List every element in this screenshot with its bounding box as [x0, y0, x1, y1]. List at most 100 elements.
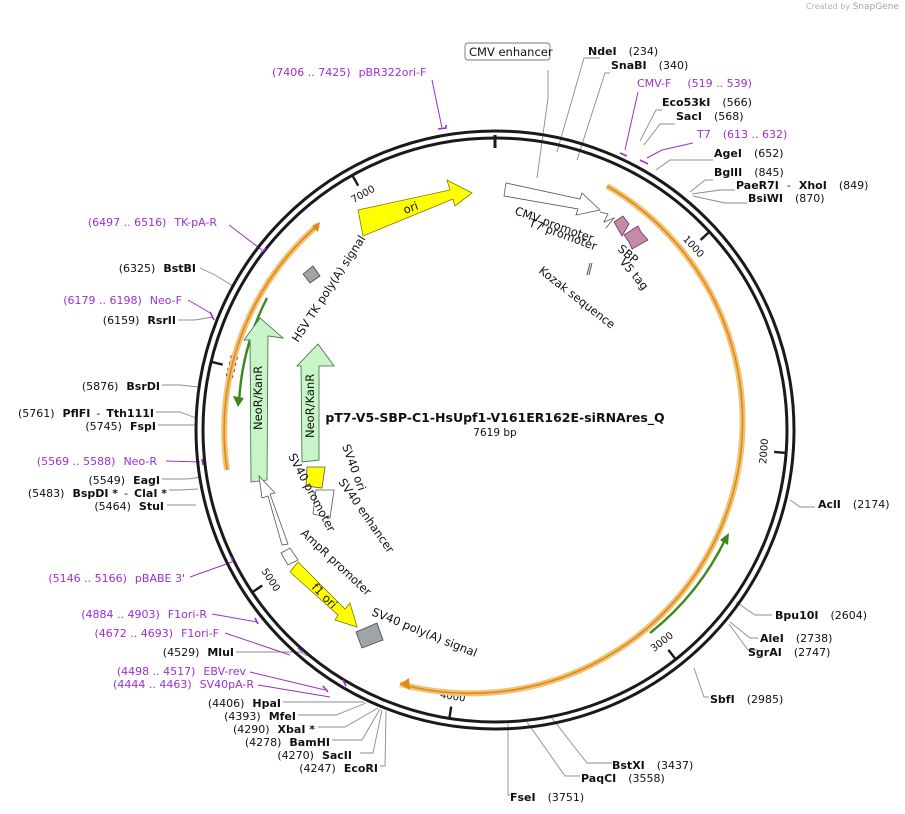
- enzyme-paer7i: PaeR7I: [736, 179, 779, 192]
- svg-text:(4498 .. 4517)EBV-rev: (4498 .. 4517)EBV-rev: [117, 665, 247, 678]
- leader-lines: [156, 57, 815, 796]
- sv40-enhancer-feature: [312, 489, 335, 519]
- plasmid-length: 7619 bp: [473, 427, 517, 439]
- pos-mlui: (4529): [163, 646, 200, 659]
- pos-eagi: (5549): [89, 474, 126, 487]
- pos-stui: (5464): [94, 500, 131, 513]
- backbone-outer: [194, 129, 796, 731]
- enzyme-ndei: NdeI: [588, 45, 617, 58]
- enzyme-saci: SacI: [676, 110, 702, 123]
- svg-text:(5569 .. 5588)Neo-R: (5569 .. 5588) Neo-R: [37, 455, 157, 468]
- enzyme-paqci: PaqCI: [581, 772, 616, 785]
- f1-ori-feature: [289, 561, 358, 628]
- primer-f1ori-r: F1ori-R: [168, 608, 208, 621]
- pos-alei: (2738): [796, 632, 833, 645]
- primer-tk-pa-r: TK-pA-R: [173, 216, 217, 229]
- pos-ndei: (234): [629, 45, 659, 58]
- svg-text:(4247)EcoRI: (4247) EcoRI: [299, 762, 378, 775]
- svg-text:(5745)FspI: (5745)FspI: [85, 420, 156, 433]
- svg-text:(4278)BamHI: (4278)BamHI: [245, 736, 330, 749]
- svg-text:(4290)XbaI *: (4290)XbaI *: [233, 723, 315, 736]
- v5-tag-feature: [623, 225, 649, 250]
- range-f1ori-r: (4884 .. 4903): [81, 608, 160, 621]
- tick-mark: [251, 584, 263, 594]
- primer-pbr322ori-f: pBR322ori-F: [359, 66, 427, 79]
- enzyme-labels: NdeI(234) SnaBI(340) Eco53kI(566) SacI(5…: [510, 45, 889, 804]
- enzyme-mfei: MfeI: [269, 710, 296, 723]
- pos-saci: (568): [714, 110, 744, 123]
- svg-text:(6179 .. 6198)Neo-F: (6179 .. 6198)Neo-F: [63, 294, 182, 307]
- tick-mark: [774, 450, 787, 455]
- svg-text:BglII(845): BglII(845): [714, 166, 784, 179]
- pos-mfei: (4393): [224, 710, 261, 723]
- range-sv40pa-r: (4444 .. 4463): [113, 678, 192, 691]
- svg-text:(5483)BspDI *-ClaI *: (5483)BspDI *-ClaI *: [28, 487, 167, 500]
- primer-f1ori-f: F1ori-F: [181, 627, 219, 640]
- enzyme-bstxi: BstXI: [612, 759, 645, 772]
- hsv-tk-polya-feature: [302, 265, 321, 284]
- sv40-promoter-feature: [258, 474, 289, 546]
- svg-text:Bpu10I(2604): Bpu10I(2604): [775, 609, 867, 622]
- cmv-promoter-feature: [503, 182, 601, 216]
- ori-feature: [357, 179, 473, 237]
- tick-mark: [351, 174, 360, 187]
- tick-label: 7000: [350, 184, 378, 206]
- enzyme-pflfi: PflFI: [63, 407, 91, 420]
- enzyme-bglii: BglII: [714, 166, 742, 179]
- primer-sv40pa-r: SV40pA-R: [200, 678, 255, 691]
- range-neo-f: (6179 .. 6198): [63, 294, 142, 307]
- enzyme-bspdi: BspDI *: [72, 487, 118, 500]
- pos-eco53ki: (566): [722, 96, 752, 109]
- features: [243, 179, 649, 649]
- tick-mark: [210, 360, 224, 366]
- label-sv40-polya: SV40 poly(A) signal: [370, 605, 479, 660]
- range-pbr322ori-f: (7406 .. 7425): [272, 66, 351, 79]
- pos-hpai: (4406): [208, 697, 245, 710]
- range-pbabe3: (5146 .. 5166): [48, 572, 127, 585]
- enzyme-eagi: EagI: [133, 474, 160, 487]
- enzyme-ecori: EcoRI: [344, 762, 378, 775]
- pos-ecori: (4247): [299, 762, 336, 775]
- ampr-promoter-feature: [280, 547, 299, 566]
- sbp-feature: [613, 215, 630, 237]
- sv40-ori-feature: [305, 466, 326, 489]
- label-neor-outer: NeoR/KanR: [251, 366, 265, 430]
- primer-neo-r: Neo-R: [123, 455, 157, 468]
- tick-mark: [667, 649, 677, 661]
- enzyme-agei: AgeI: [714, 147, 742, 160]
- enzyme-acli: AclI: [818, 498, 841, 511]
- tick-label: 5000: [258, 567, 281, 594]
- orf-arrows: [233, 297, 729, 634]
- primer-labels-left: (6497 .. 6516)TK-pA-R (6179 .. 6198)Neo-…: [37, 216, 254, 691]
- svg-text:(5146 .. 5166)pBABE 3': (5146 .. 5166) pBABE 3': [48, 572, 185, 585]
- range-neo-r: (5569 .. 5588): [37, 455, 116, 468]
- primer-labels: (7406 .. 7425) pBR322ori-F CMV-F(519 .. 5…: [272, 66, 787, 141]
- enzyme-rsrii: RsrII: [147, 314, 176, 327]
- tick-mark: [448, 706, 453, 719]
- label-ori: ori: [401, 199, 420, 217]
- svg-text:(4529)MluI: (4529)MluI: [163, 646, 234, 659]
- primer-pbabe3: pBABE 3': [135, 572, 185, 585]
- pos-bstbi: (6325): [119, 262, 156, 275]
- pos-bstxi: (3437): [657, 759, 694, 772]
- snapgene-brand: Created by SnapGene: [806, 2, 899, 12]
- svg-text:PaqCI(3558): PaqCI(3558): [581, 772, 665, 785]
- svg-text:Eco53kI(566): Eco53kI (566): [662, 96, 752, 109]
- enzyme-labels-left: (4247)EcoRI (4270)SacII (4278)BamHI (429…: [18, 262, 378, 775]
- range-tk-pa-r: (6497 .. 6516): [88, 216, 167, 229]
- svg-text:(4884 .. 4903)F1ori-R: (4884 .. 4903) F1ori-R: [81, 608, 207, 621]
- svg-text:CMV-F(519 .. 539): CMV-F(519 .. 539): [637, 77, 752, 90]
- pos-pflfi: (5761): [18, 407, 55, 420]
- pos-paer7i: (849): [839, 179, 869, 192]
- insert-region: [221, 183, 746, 697]
- pos-bspdi: (5483): [28, 487, 65, 500]
- svg-text:AleI(2738): AleI(2738): [760, 632, 832, 645]
- neor-feature-outer: [243, 317, 285, 483]
- enzyme-eco53ki: Eco53kI: [662, 96, 710, 109]
- primer-t7: T7: [696, 128, 711, 141]
- pos-snabi: (340): [659, 59, 689, 72]
- enzyme-fspi: FspI: [130, 420, 156, 433]
- svg-text:BstXI(3437): BstXI (3437): [612, 759, 693, 772]
- enzyme-sacii: SacII: [322, 749, 352, 762]
